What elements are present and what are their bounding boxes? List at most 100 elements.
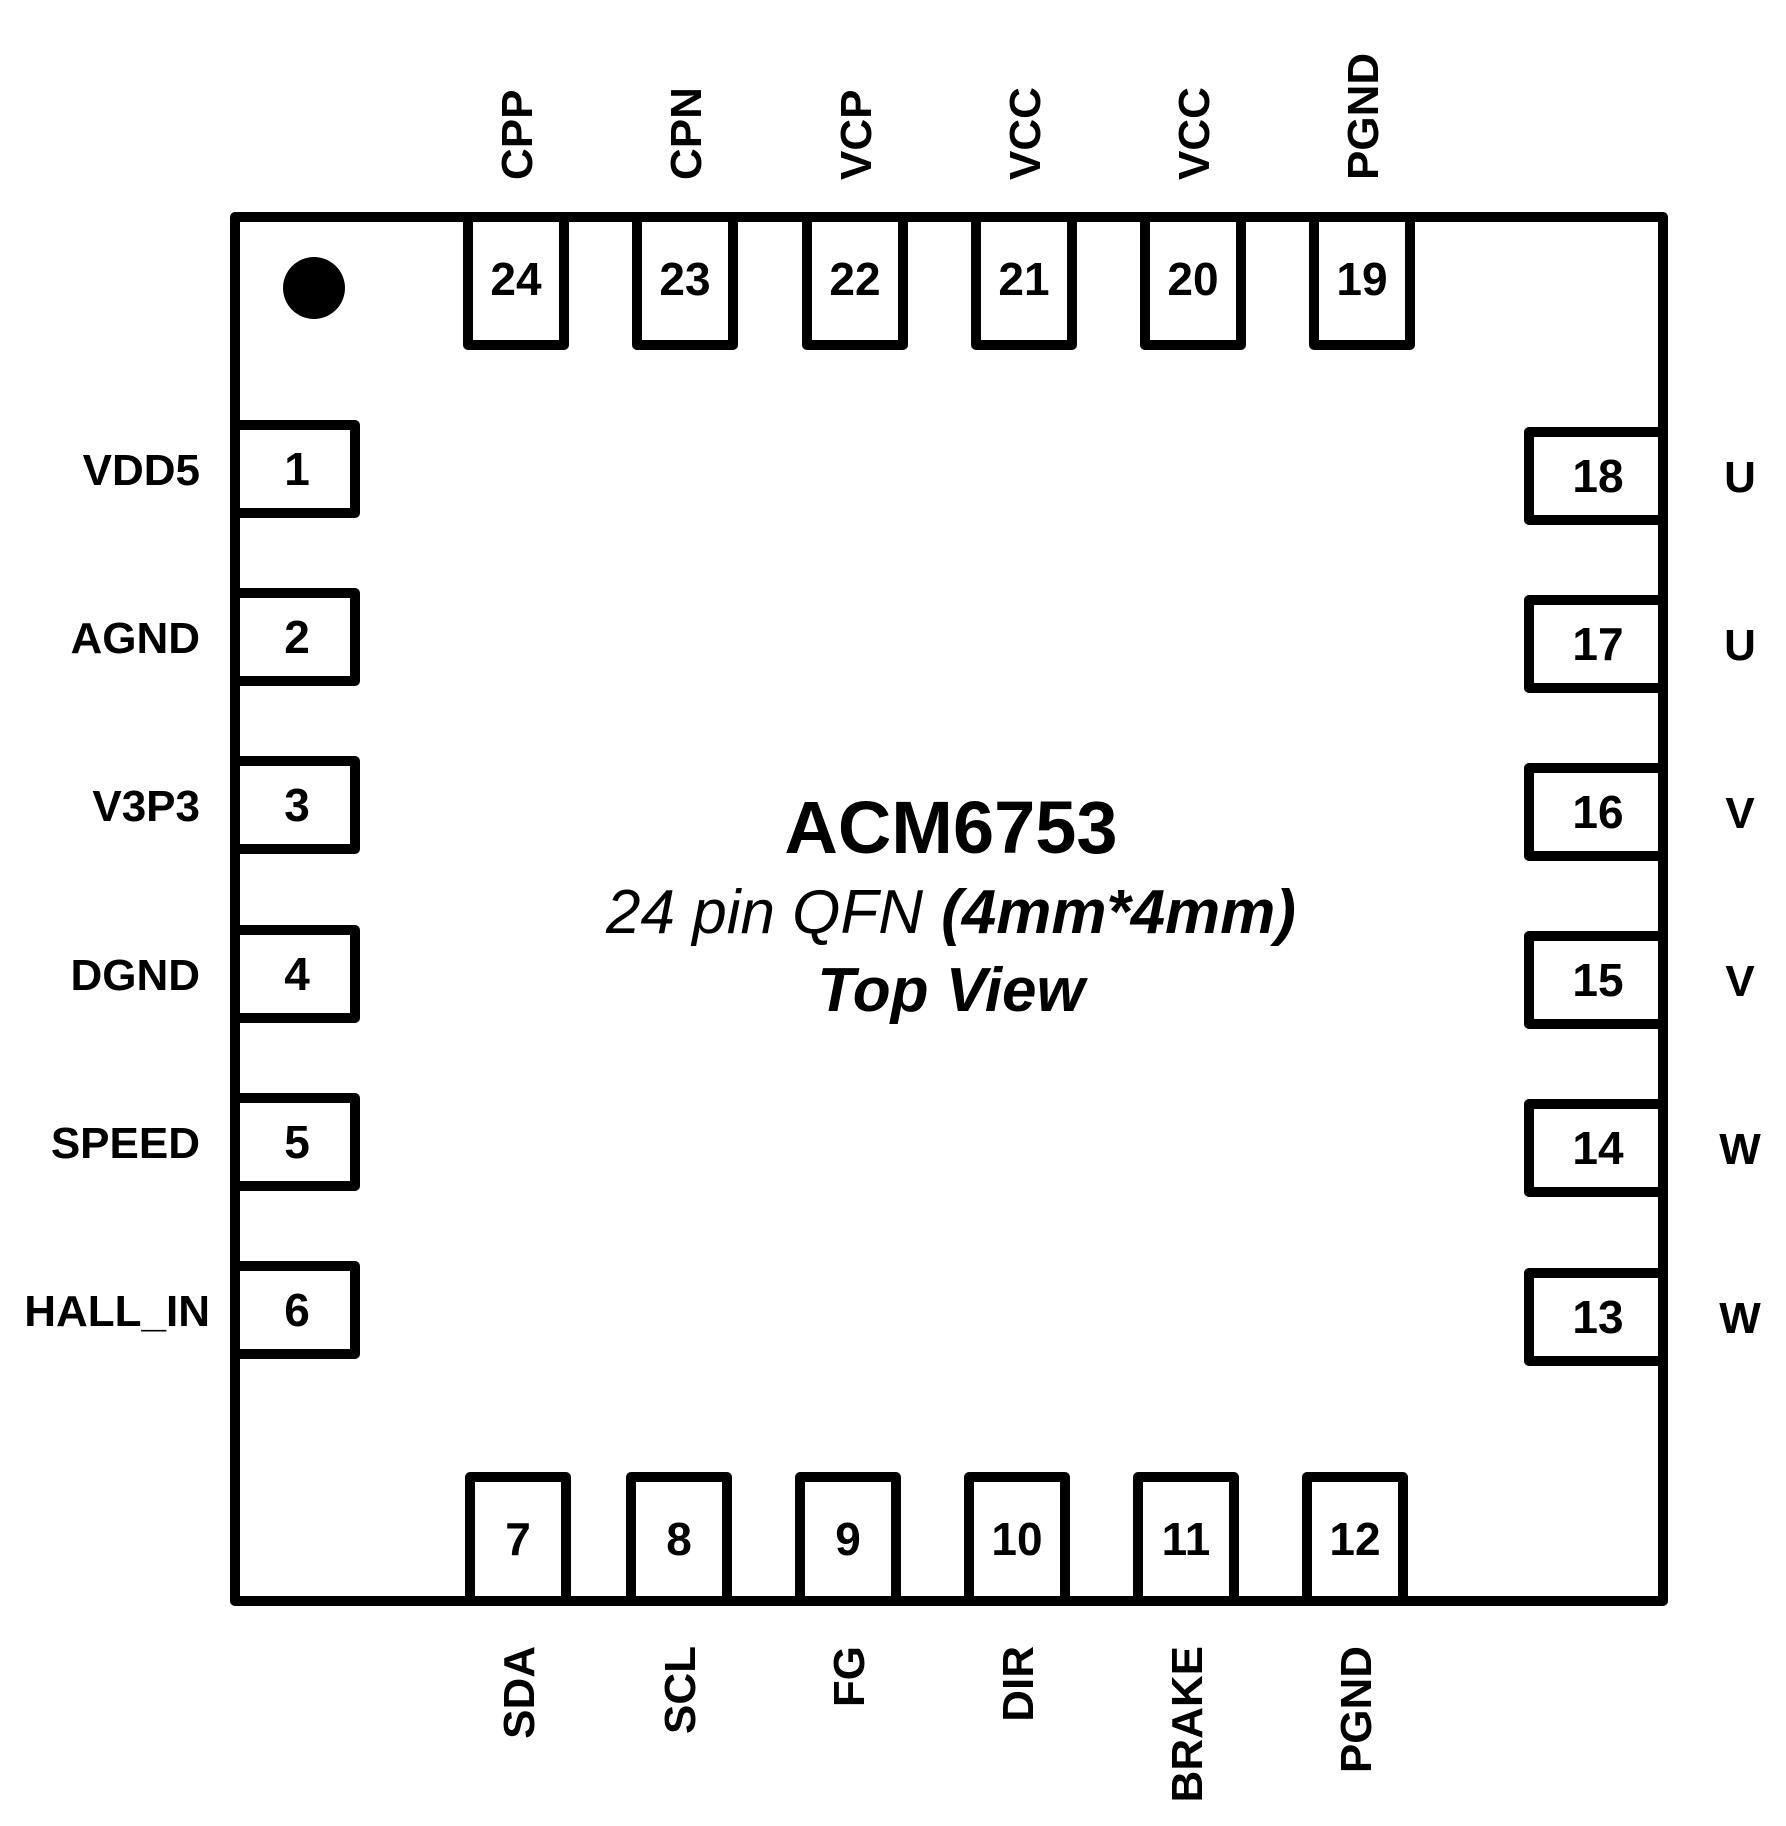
pin-name: SPEED [51, 1119, 200, 1168]
pin-16: 16 V [1524, 763, 1755, 861]
pin-name: V [1725, 957, 1755, 1006]
pin-name: SDA [495, 1646, 544, 1739]
pin-14: 14 W [1524, 1099, 1761, 1197]
pin-number: 24 [490, 253, 542, 305]
pin-24: 24 CPP [463, 90, 569, 350]
pin-number: 23 [659, 253, 710, 305]
pin-number: 7 [505, 1513, 531, 1565]
pin-number: 19 [1336, 253, 1387, 305]
view-label: Top View [817, 956, 1088, 1025]
pin-pad [463, 212, 569, 350]
pin-number: 11 [1162, 1513, 1211, 1565]
pin-name: V [1725, 789, 1755, 838]
pin-4: 4 DGND [70, 925, 360, 1023]
pin-1: 1 VDD5 [83, 420, 360, 518]
pin-name: DGND [70, 951, 200, 1000]
pin-number: 12 [1329, 1513, 1380, 1565]
pin-20: 20 VCC [1140, 87, 1246, 350]
pin-9: 9FG [795, 1472, 901, 1707]
pin-name: U [1724, 453, 1756, 502]
pin-name: VCC [1170, 87, 1219, 180]
pin-number: 14 [1572, 1122, 1624, 1174]
pin-name: BRAKE [1163, 1646, 1212, 1802]
pin-number: 9 [835, 1513, 861, 1565]
pin-name: PGND [1339, 53, 1388, 180]
pin-name: W [1719, 1125, 1761, 1174]
package-size: (4mm*4mm) [941, 878, 1296, 947]
pin-name: CPN [662, 87, 711, 180]
pin-pad [1524, 595, 1668, 693]
pin-2: 2 AGND [70, 588, 360, 686]
package-description: 24 pin QFN (4mm*4mm) [605, 878, 1296, 947]
pin-number: 22 [829, 253, 880, 305]
pin-number: 2 [284, 611, 310, 663]
pin-pad [1133, 1472, 1239, 1606]
pin-pad [1524, 1268, 1668, 1366]
pin-pad [230, 1261, 360, 1359]
pin-name: FG [825, 1646, 874, 1707]
pin-name: HALL_IN [24, 1287, 210, 1336]
pin-pad [964, 1472, 1070, 1606]
pin-pad [795, 1472, 901, 1606]
pin-number: 17 [1572, 618, 1623, 670]
pin-name: V3P3 [92, 782, 200, 831]
pin-name: W [1719, 1294, 1761, 1343]
pin-number: 10 [991, 1513, 1042, 1565]
pin-pad [632, 212, 738, 350]
pin-name: VCC [1001, 87, 1050, 180]
pin-name: U [1724, 621, 1756, 670]
pin-name: PGND [1332, 1646, 1381, 1773]
pin-pad [465, 1472, 571, 1606]
pin-number: 21 [998, 253, 1049, 305]
pin-number: 20 [1167, 253, 1218, 305]
pin-pad [1302, 1472, 1408, 1606]
pin-name: VDD5 [83, 446, 200, 495]
pin-15: 15 V [1524, 931, 1755, 1029]
pin-name: VCP [832, 90, 881, 180]
pin-name: DIR [994, 1646, 1043, 1722]
pin-number: 4 [284, 948, 310, 1000]
pin-name: CPP [493, 90, 542, 180]
pin-pad [1524, 1099, 1668, 1197]
pin-pad [230, 756, 360, 854]
pin-5: 5 SPEED [51, 1093, 360, 1191]
pin-pad [1524, 763, 1668, 861]
pin-number: 6 [284, 1284, 310, 1336]
pin-number: 15 [1572, 954, 1623, 1006]
pin-22: 22 VCP [802, 90, 908, 350]
pin-pad [626, 1472, 732, 1606]
pin-number: 8 [666, 1513, 692, 1565]
pin-name: SCL [656, 1646, 705, 1734]
pin-number: 1 [284, 443, 310, 495]
pin-number: 16 [1572, 786, 1623, 838]
pin-pad [230, 925, 360, 1023]
pin-number: 5 [284, 1116, 310, 1168]
pin-pad [230, 588, 360, 686]
package-type: 24 pin QFN [605, 878, 923, 947]
pin-17: 17 U [1524, 595, 1756, 693]
pin-pad [1140, 212, 1246, 350]
pins-top-group: 24 CPP 23 CPN 22 VCP 21 VCC 20 VCC 19 PGND [463, 53, 1415, 350]
pin-pad [971, 212, 1077, 350]
pin-name: AGND [70, 614, 200, 663]
pin-pad [1524, 427, 1668, 525]
pin-pad [230, 420, 360, 518]
pin-6: 6 HALL_IN [24, 1261, 360, 1359]
pin-1-indicator-dot [283, 257, 345, 319]
pin-21: 21 VCC [971, 87, 1077, 350]
pin-pad [802, 212, 908, 350]
pin-pad [1524, 931, 1668, 1029]
pin-pad [1309, 212, 1415, 350]
